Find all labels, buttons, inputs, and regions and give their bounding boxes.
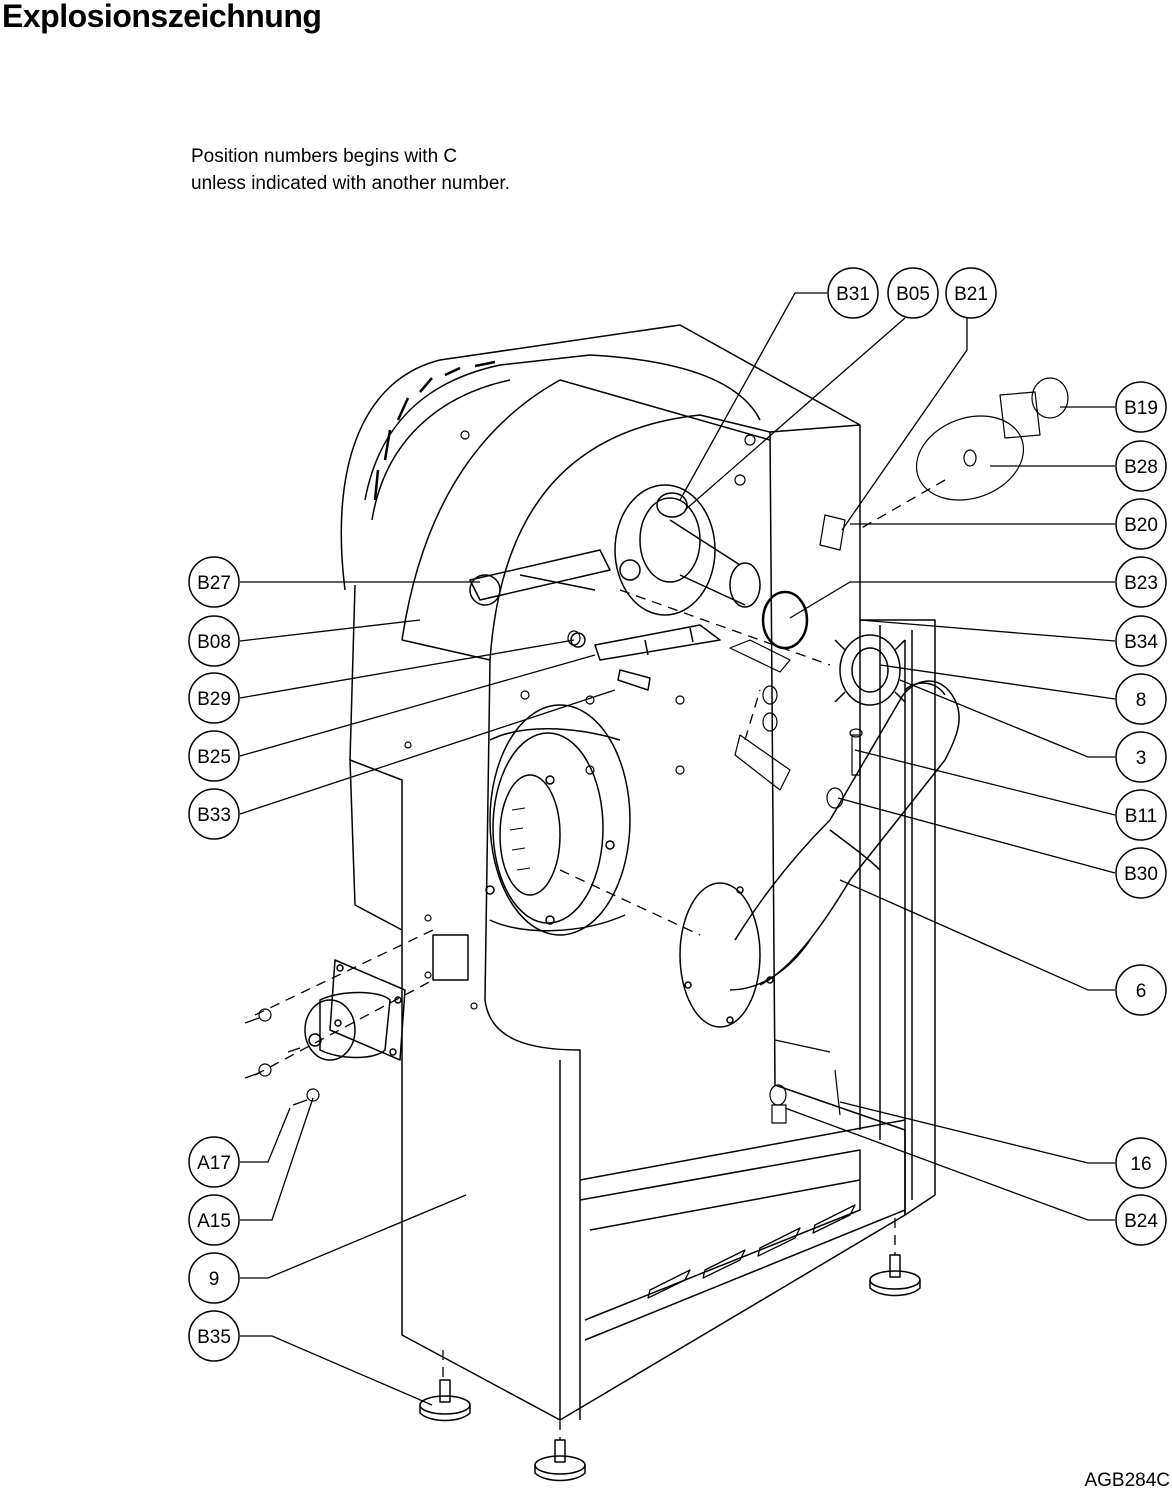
o-ring [761, 590, 809, 650]
callout-bubble-a17 [188, 1136, 240, 1188]
callout-label-b28: B28 [1124, 457, 1158, 478]
callout-label-b25: B25 [197, 747, 231, 768]
callout-bubble-b27 [188, 556, 240, 608]
sprocket [834, 634, 906, 706]
callout-bubble-b21 [945, 267, 997, 319]
lever-arm [469, 549, 611, 606]
small-parts [244, 377, 1069, 1124]
shaft-assembly [614, 484, 761, 616]
position-note-line1: Position numbers begins with C [191, 146, 458, 167]
callout-label-a17: A17 [197, 1153, 231, 1174]
position-note-line2: unless indicated with another number. [191, 173, 510, 194]
callout-bubble-9 [188, 1252, 240, 1304]
callout-label-b23: B23 [1124, 573, 1158, 594]
callout-bubble-b35 [188, 1310, 240, 1362]
duct-pipe [679, 680, 960, 1028]
callout-label-b24: B24 [1124, 1211, 1158, 1232]
callout-bubble-16 [1115, 1137, 1167, 1189]
callout-bubble-b34 [1115, 615, 1167, 667]
motor [304, 934, 469, 1061]
callout-bubble-b31 [827, 267, 879, 319]
callout-label-a15: A15 [197, 1211, 231, 1232]
callout-label-b27: B27 [197, 573, 231, 594]
leader-lines [239, 292, 1116, 1406]
callout-label-16: 16 [1130, 1154, 1151, 1175]
callout-label-9: 9 [209, 1269, 220, 1290]
callout-label-b29: B29 [197, 689, 231, 710]
callout-label-b11: B11 [1125, 806, 1157, 827]
callout-label-b31: B31 [836, 284, 870, 305]
callout-bubble-b25 [188, 730, 240, 782]
callout-bubble-b23 [1115, 556, 1167, 608]
callout-label-b35: B35 [197, 1327, 231, 1348]
callout-bubble-b19 [1115, 381, 1167, 433]
callout-label-b33: B33 [197, 805, 231, 826]
callout-bubble-b33 [188, 788, 240, 840]
callout-bubble-b30 [1115, 847, 1167, 899]
callout-bubble-6 [1115, 964, 1167, 1016]
callout-label-b20: B20 [1124, 515, 1158, 536]
gas-spring [570, 624, 721, 691]
callout-bubble-b20 [1115, 498, 1167, 550]
callout-label-b08: B08 [197, 632, 231, 653]
callout-label-b34: B34 [1124, 632, 1158, 653]
callout-bubble-8 [1115, 673, 1167, 725]
callout-bubble-b24 [1115, 1194, 1167, 1246]
callout-bubble-b05 [887, 267, 939, 319]
position-note: Position numbers begins with C unless in… [191, 143, 510, 197]
callout-label-3: 3 [1136, 748, 1147, 769]
callout-bubble-b29 [188, 672, 240, 724]
callout-label-8: 8 [1136, 690, 1147, 711]
callout-bubble-3 [1115, 731, 1167, 783]
base-frame [559, 1060, 906, 1420]
page-title: Explosionszeichnung [2, 0, 322, 34]
callout-bubble-b08 [188, 615, 240, 667]
leveling-feet [419, 1254, 921, 1482]
callout-bubble-b28 [1115, 440, 1167, 492]
callout-label-b21: B21 [954, 284, 988, 305]
drawing-code: AGB284C [1084, 1470, 1170, 1491]
callout-label-b30: B30 [1124, 864, 1158, 885]
callout-label-b05: B05 [896, 284, 930, 305]
callout-label-b19: B19 [1124, 398, 1158, 419]
callout-bubble-b11 [1115, 789, 1167, 841]
callout-label-6: 6 [1136, 981, 1147, 1002]
fan-inlet [485, 704, 631, 936]
callout-bubble-a15 [188, 1194, 240, 1246]
assembly-lines [254, 479, 946, 1440]
housing [340, 324, 936, 1421]
